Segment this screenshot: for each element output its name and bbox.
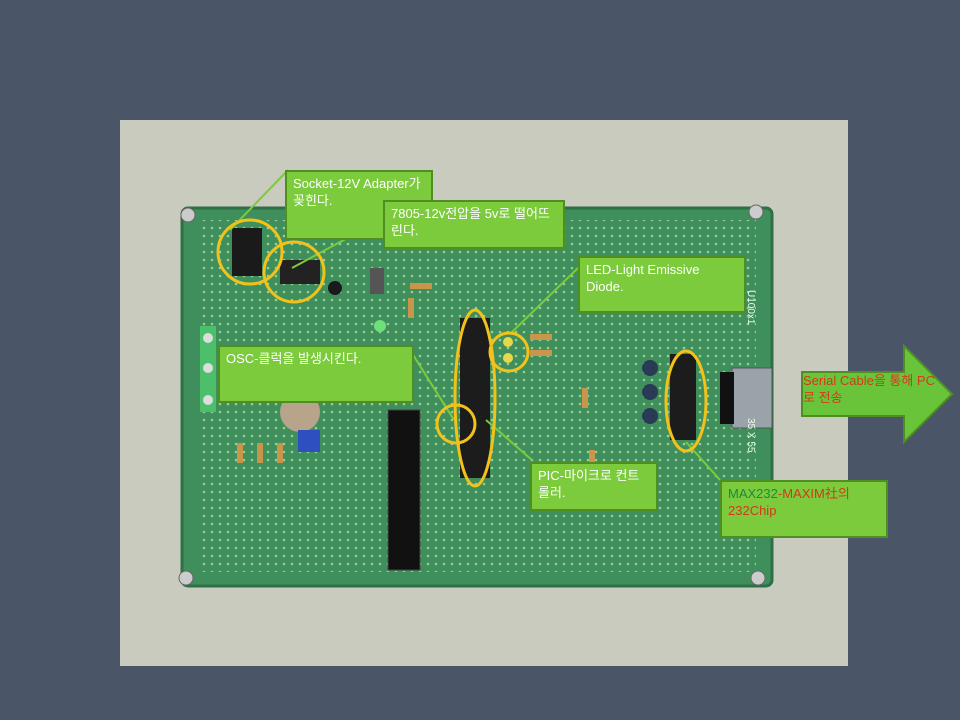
board-model-print: U100x1	[745, 290, 756, 325]
serial-cable-label: Serial Cable을 통해 PC로 전송	[803, 373, 935, 405]
pic-chip	[460, 318, 490, 478]
board-size-print: 35 X 55	[745, 418, 756, 453]
right-arrow-icon	[801, 344, 954, 444]
callout-pic: PIC-마이크로 컨트롤러.	[530, 462, 658, 511]
callout-max232: MAX232-MAXIM社의 232Chip	[720, 480, 888, 538]
highlight-rings	[216, 218, 708, 488]
max232-chip	[670, 354, 696, 440]
callout-regulator: 7805-12v전압을 5v로 떨어뜨린다.	[383, 200, 565, 249]
callout-osc: OSC-클럭을 발생시킨다.	[218, 345, 414, 403]
dc-socket	[232, 228, 262, 276]
callout-led: LED-Light Emissive Diode.	[578, 256, 746, 313]
serial-connector	[731, 367, 773, 429]
